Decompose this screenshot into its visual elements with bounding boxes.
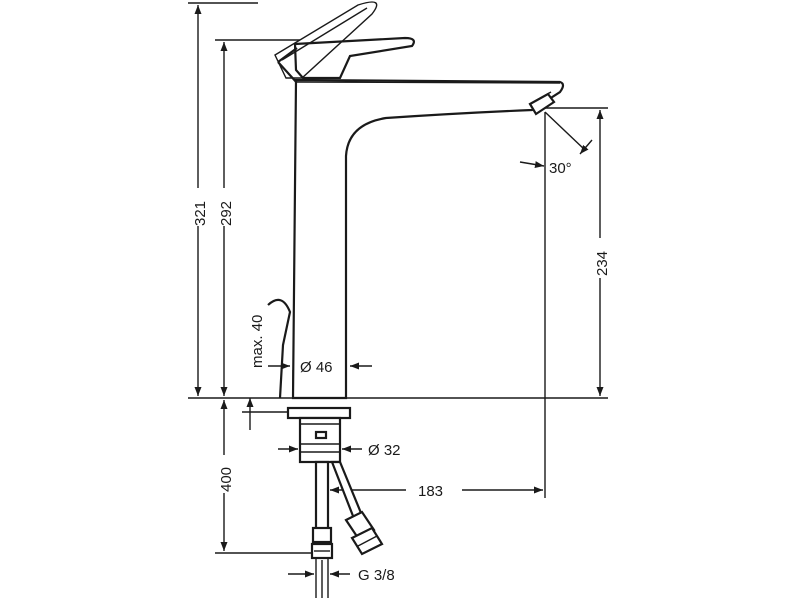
dim-label-234: 234 xyxy=(594,251,611,276)
dim-label-d32: Ø 32 xyxy=(368,442,401,459)
faucet-lever xyxy=(293,36,415,80)
base-flange xyxy=(286,406,352,420)
shank xyxy=(298,416,342,464)
dim-label-292: 292 xyxy=(218,201,235,226)
spray-angle-line xyxy=(544,111,586,151)
dim-label-183: 183 xyxy=(418,483,443,500)
lever-arm xyxy=(277,47,299,85)
dim-label-d46: Ø 46 xyxy=(300,359,333,376)
lever-open-position xyxy=(274,1,378,79)
dim-label-400: 400 xyxy=(218,467,235,492)
faucet-body xyxy=(291,78,565,400)
dim-label-max40: max. 40 xyxy=(249,315,266,368)
spray-angle-label: 30° xyxy=(549,160,572,177)
dim-label-321: 321 xyxy=(192,201,209,226)
popup-rod xyxy=(267,298,292,399)
dim-label-g38: G 3/8 xyxy=(358,567,395,584)
